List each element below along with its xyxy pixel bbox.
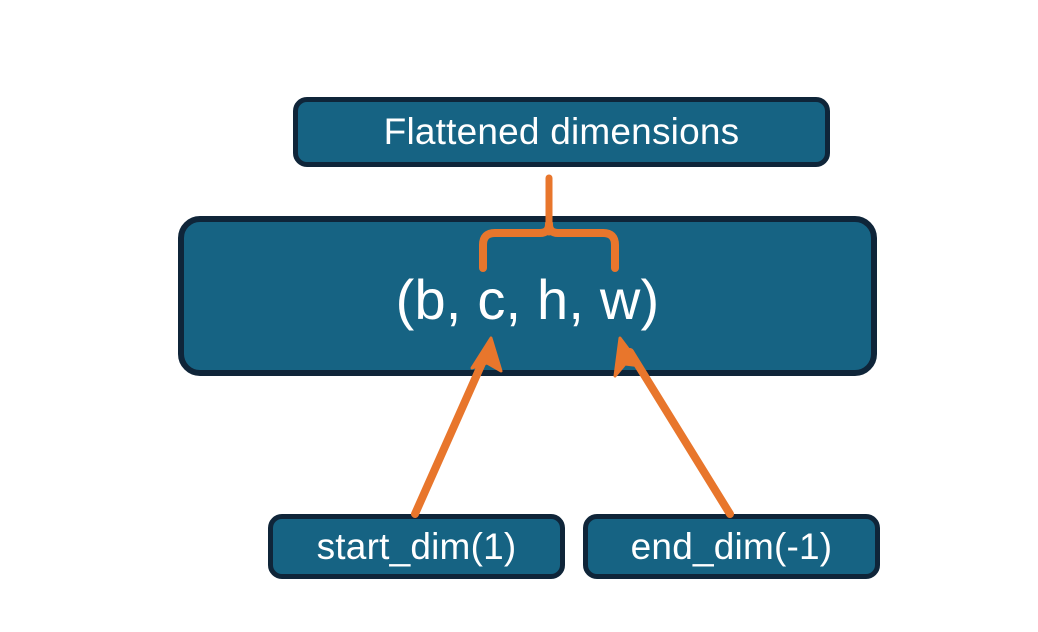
end-dim-label: end_dim(-1) <box>630 525 833 567</box>
flattened-dimensions-label: Flattened dimensions <box>383 111 740 152</box>
end-dim-box: end_dim(-1) <box>583 514 880 579</box>
start-dim-box: start_dim(1) <box>268 514 565 579</box>
start-dim-label: start_dim(1) <box>316 525 517 567</box>
end-dim-arrow-shaft <box>626 348 734 518</box>
tensor-shape-box: (b, c, h, w) <box>178 216 877 376</box>
tensor-shape-label: (b, c, h, w) <box>395 268 660 331</box>
flattened-dimensions-box: Flattened dimensions <box>293 97 830 167</box>
start-dim-arrow-shaft <box>411 348 491 518</box>
